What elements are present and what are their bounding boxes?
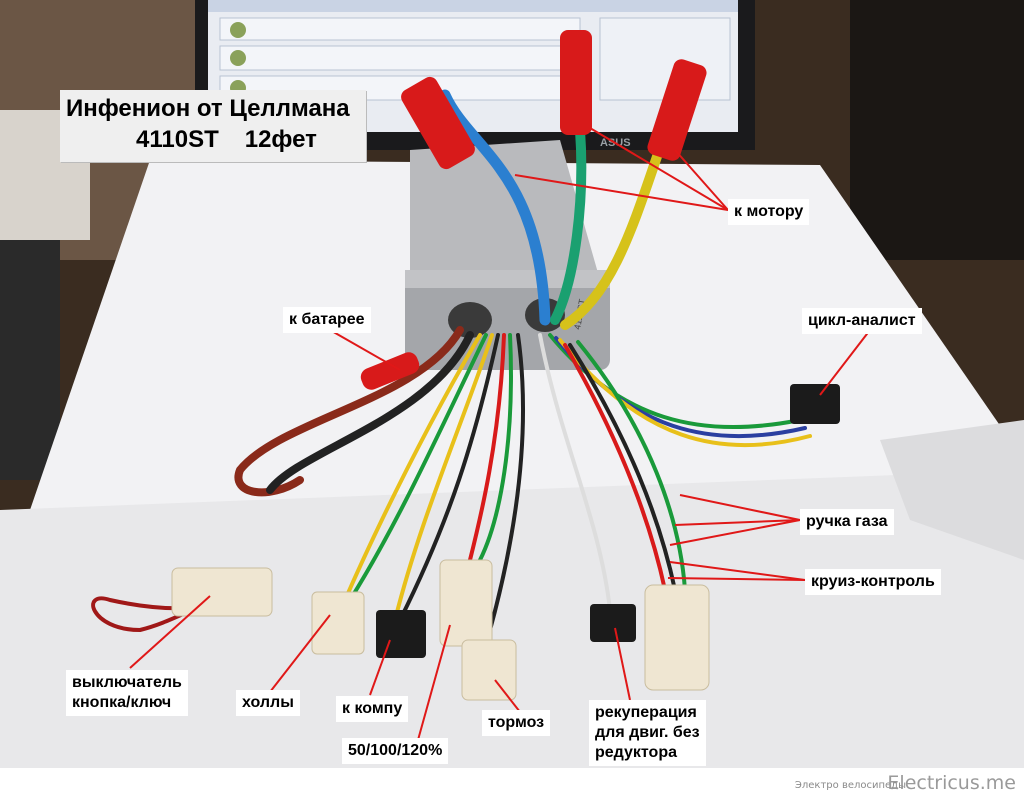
footer-bar: Электро велосипеды Electricus.me bbox=[0, 768, 1024, 798]
label-speed-modes: 50/100/120% bbox=[342, 738, 449, 764]
label-switch: выключатель кнопка/ключ bbox=[66, 670, 188, 716]
battery-wires bbox=[234, 326, 474, 497]
title-model-line: 4110ST 12фет bbox=[66, 124, 360, 156]
label-regen-line3: редуктора bbox=[595, 744, 677, 761]
label-halls: холлы bbox=[236, 690, 300, 716]
label-pc: к компу bbox=[336, 696, 409, 722]
label-cruise: круиз-контроль bbox=[805, 569, 941, 595]
label-brake: тормоз bbox=[482, 710, 551, 736]
motor-connectors bbox=[401, 30, 707, 170]
title-line: Инфенион от Целлмана bbox=[66, 95, 350, 122]
footer-caption: Электро велосипеды bbox=[794, 780, 906, 791]
label-cycle-analyst: цикл-аналист bbox=[802, 308, 922, 334]
footer-brand: Electricus.me bbox=[887, 772, 1016, 794]
label-switch-line2: кнопка/ключ bbox=[72, 694, 172, 711]
callout-arrows bbox=[129, 127, 871, 741]
signal-wires bbox=[91, 333, 812, 633]
controller-photo: ASUS 4110ST bbox=[0, 0, 1024, 768]
label-switch-line1: выключатель bbox=[72, 674, 182, 691]
title-box: Инфенион от Целлмана 4110ST 12фет bbox=[60, 90, 366, 162]
label-motor: к мотору bbox=[728, 199, 810, 225]
label-regen-line1: рекуперация bbox=[595, 704, 697, 721]
title-fets: 12фет bbox=[244, 126, 317, 153]
title-model: 4110ST bbox=[136, 126, 219, 153]
label-battery: к батарее bbox=[283, 307, 371, 333]
label-regen: рекуперация для двиг. без редуктора bbox=[589, 700, 706, 766]
label-regen-line2: для двиг. без bbox=[595, 724, 700, 741]
label-throttle: ручка газа bbox=[800, 509, 894, 535]
